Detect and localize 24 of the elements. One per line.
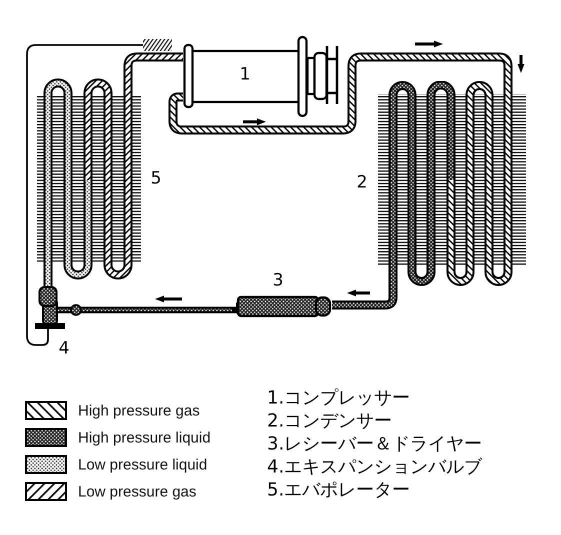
- pipe: [332, 290, 398, 310]
- parts-list-item: 3.レシーバー＆ドライヤー: [267, 436, 482, 454]
- legend-label: High pressure liquid: [78, 430, 211, 445]
- parts-list-item: 2.コンデンサー: [267, 412, 392, 432]
- parts-list-item: 5.エバポレーター: [267, 482, 410, 500]
- condenser-coil: [376, 81, 528, 290]
- pipe: [168, 52, 512, 134]
- legend-label: Low pressure gas: [78, 484, 196, 499]
- receiver-drier: [232, 294, 332, 318]
- parts-list-item: 4.エキスパンションバルブ: [267, 458, 482, 478]
- pipe: [84, 306, 232, 314]
- sensing-bulb: [143, 39, 172, 51]
- capillary-tube: [26, 44, 143, 346]
- parts-list-item: 1.コンプレッサー: [267, 390, 410, 408]
- legend-label: High pressure gas: [78, 403, 200, 418]
- callout-number: 5: [150, 170, 162, 188]
- pipe: [124, 52, 183, 78]
- callout-number: 4: [58, 340, 70, 358]
- callout-number: 3: [272, 272, 284, 290]
- callout-number: 2: [356, 174, 368, 192]
- evaporator-coil: [36, 78, 142, 280]
- expansion-valve: [34, 286, 84, 334]
- legend-label: Low pressure liquid: [78, 457, 208, 472]
- callout-number: 1: [240, 66, 250, 84]
